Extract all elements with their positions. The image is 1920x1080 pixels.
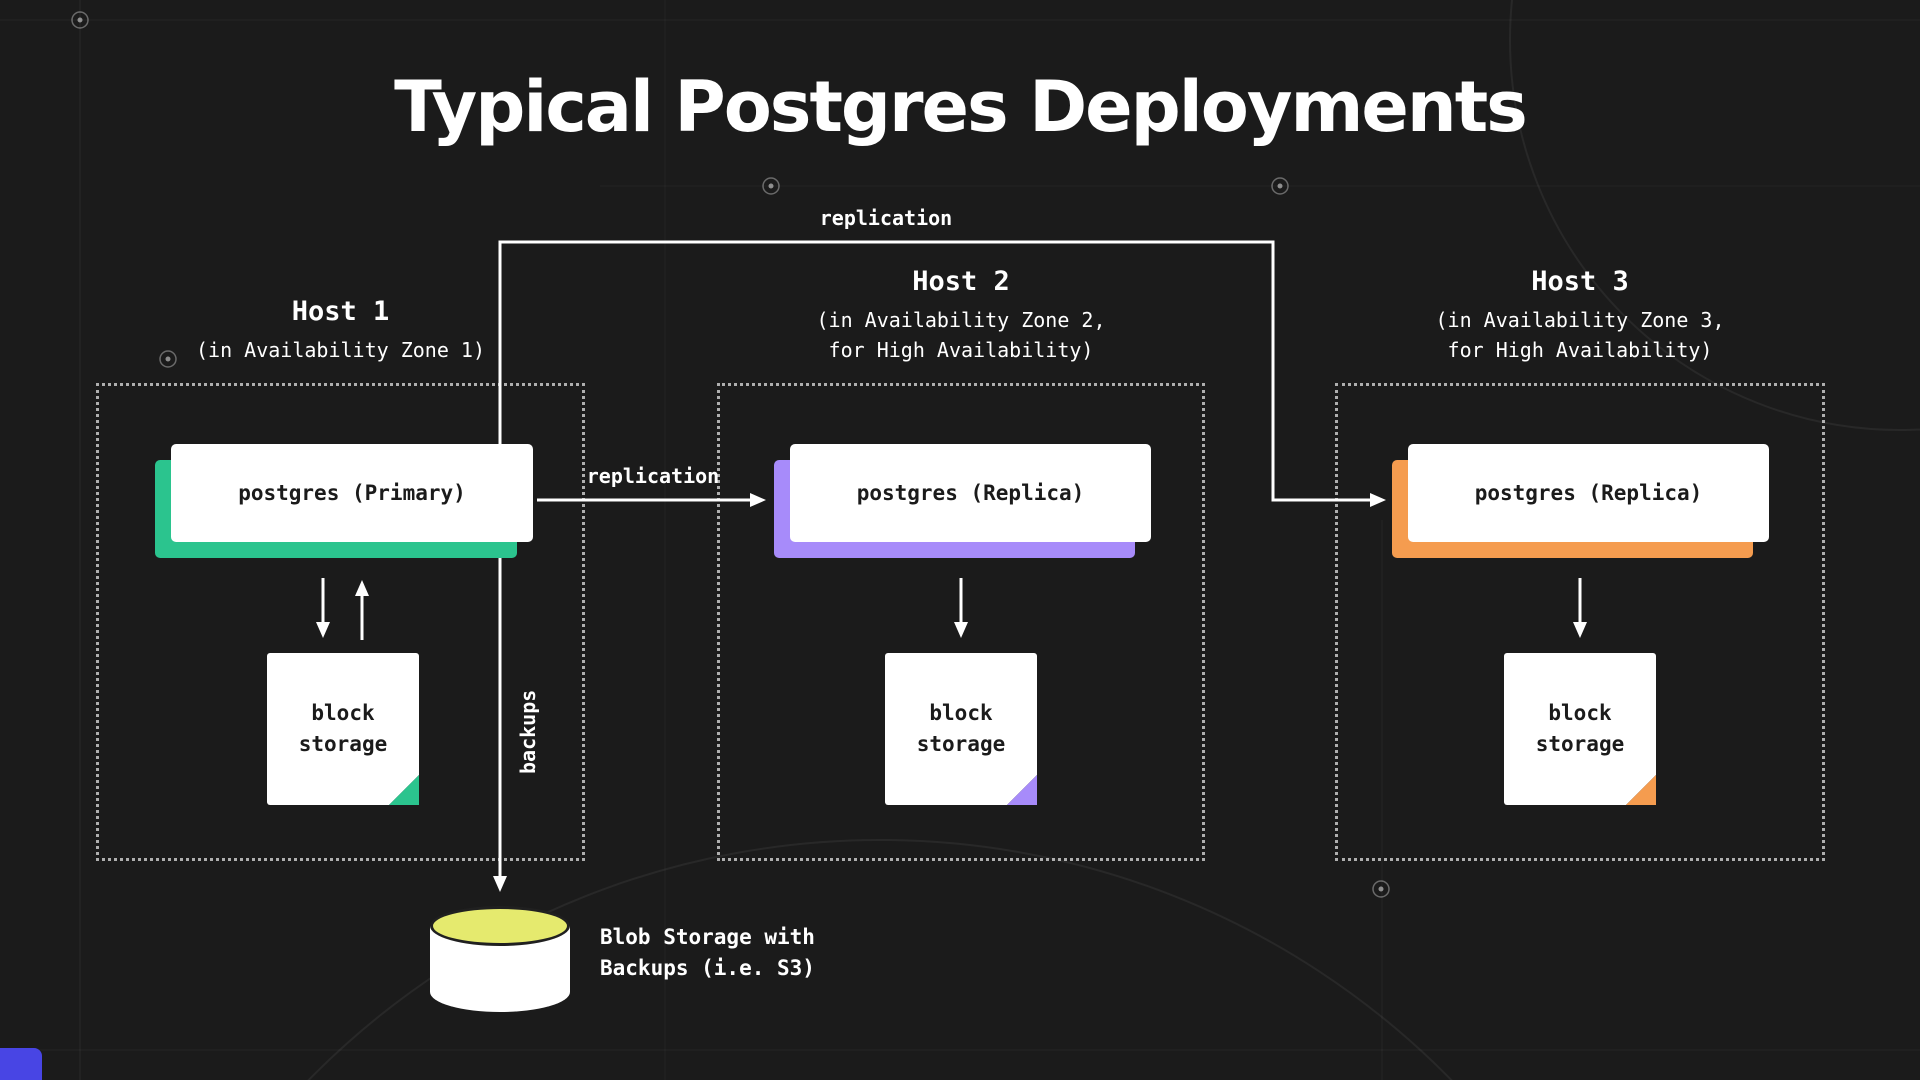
host2-block-storage: block storage [885, 653, 1037, 805]
grid-node-icon [762, 177, 780, 195]
host1-block-storage-label: block storage [298, 701, 388, 756]
host3-zone-line1: (in Availability Zone 3, [1435, 308, 1725, 332]
replication-mid-label: replication [586, 464, 720, 488]
note-paper [267, 653, 419, 805]
host1-postgres-primary: postgres (Primary) [171, 444, 533, 542]
blob-storage-label-line1: Blob Storage with [600, 925, 815, 949]
host1-label: Host 1 (in Availability Zone 1) [96, 296, 585, 365]
note-paper [1504, 653, 1656, 805]
cylinder-top [430, 906, 570, 946]
host1-block-storage: block storage [267, 653, 419, 805]
replication-top-label: replication [819, 206, 953, 230]
backups-label: backups [516, 689, 540, 774]
corner-brand-mark [0, 1048, 42, 1080]
host3-block-storage: block storage [1504, 653, 1656, 805]
blob-storage-cylinder-icon [430, 906, 570, 1012]
host3-zone-line2: for High Availability) [1447, 338, 1713, 362]
host3-postgres-replica: postgres (Replica) [1408, 444, 1769, 542]
grid-node-icon [1372, 880, 1390, 898]
page-title: Typical Postgres Deployments [394, 66, 1528, 148]
grid-node-icon [1271, 177, 1289, 195]
host3-name: Host 3 [1531, 266, 1629, 297]
host1-zone: (in Availability Zone 1) [196, 338, 485, 362]
blob-storage-label: Blob Storage with Backups (i.e. S3) [600, 922, 815, 984]
host2-block-storage-label: block storage [916, 701, 1006, 756]
host2-zone-line1: (in Availability Zone 2, [816, 308, 1106, 332]
host1-name: Host 1 [291, 296, 390, 327]
host1-boundary [96, 383, 585, 861]
host2-label: Host 2 (in Availability Zone 2, for High… [717, 266, 1205, 365]
host3-label: Host 3 (in Availability Zone 3, for High… [1335, 266, 1825, 365]
note-paper [885, 653, 1037, 805]
host2-postgres-replica: postgres (Replica) [790, 444, 1151, 542]
blob-storage-label-line2: Backups (i.e. S3) [600, 956, 815, 980]
grid-node-icon [71, 11, 89, 29]
host3-block-storage-label: block storage [1535, 701, 1625, 756]
host2-name: Host 2 [912, 266, 1010, 297]
host2-zone-line2: for High Availability) [828, 338, 1094, 362]
host3-boundary [1335, 383, 1825, 861]
